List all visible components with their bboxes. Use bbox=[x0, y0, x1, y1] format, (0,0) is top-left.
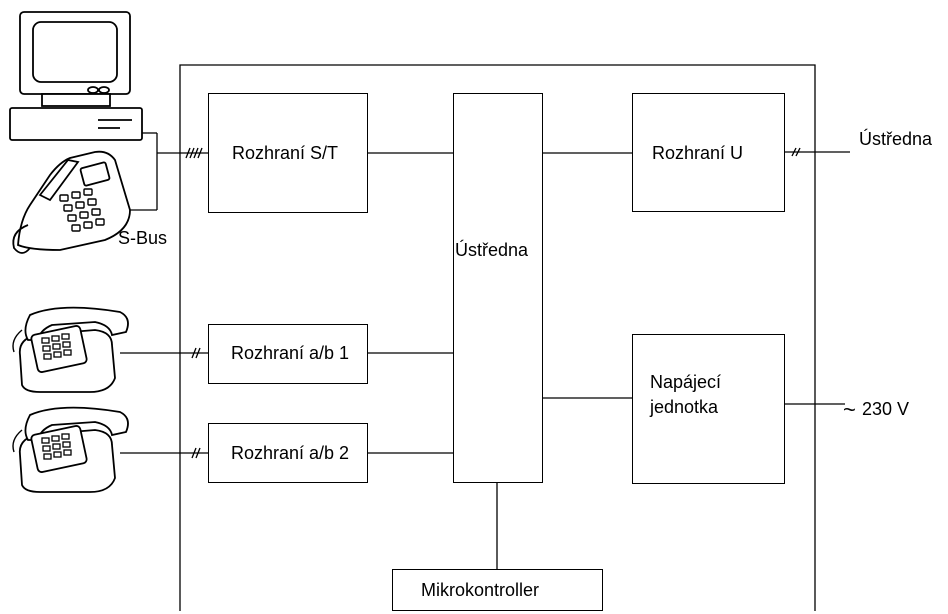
interface-st-block bbox=[208, 93, 368, 213]
analog-telephone-icon bbox=[12, 306, 129, 393]
ac-tilde-icon: ~ bbox=[843, 397, 856, 422]
interface-u-label: Rozhraní U bbox=[652, 143, 744, 163]
microcontroller-block bbox=[392, 569, 603, 611]
interface-st-label: Rozhraní S/T bbox=[232, 143, 339, 163]
computer-icon bbox=[9, 11, 143, 141]
exchange-label: Ústředna bbox=[859, 129, 933, 149]
isdn-telephone-icon bbox=[12, 150, 131, 254]
power-unit-label-line2: jednotka bbox=[650, 397, 719, 417]
microcontroller-label: Mikrokontroller bbox=[421, 580, 540, 600]
interface-ab2-block bbox=[208, 423, 368, 483]
interface-ab2-label: Rozhraní a/b 2 bbox=[231, 443, 350, 463]
analog-telephone-icon bbox=[12, 406, 129, 493]
enclosure bbox=[179, 64, 816, 611]
power-unit-block bbox=[632, 334, 785, 484]
interface-ab1-block bbox=[208, 324, 368, 384]
central-switch-block bbox=[453, 93, 543, 483]
mains-label: 230 V bbox=[862, 399, 910, 419]
sbus-label: S-Bus bbox=[118, 228, 168, 248]
central-switch-label: Ústředna bbox=[455, 240, 529, 260]
power-unit-label-line1: Napájecí bbox=[650, 372, 722, 392]
interface-ab1-label: Rozhraní a/b 1 bbox=[231, 343, 350, 363]
interface-u-block bbox=[632, 93, 785, 212]
